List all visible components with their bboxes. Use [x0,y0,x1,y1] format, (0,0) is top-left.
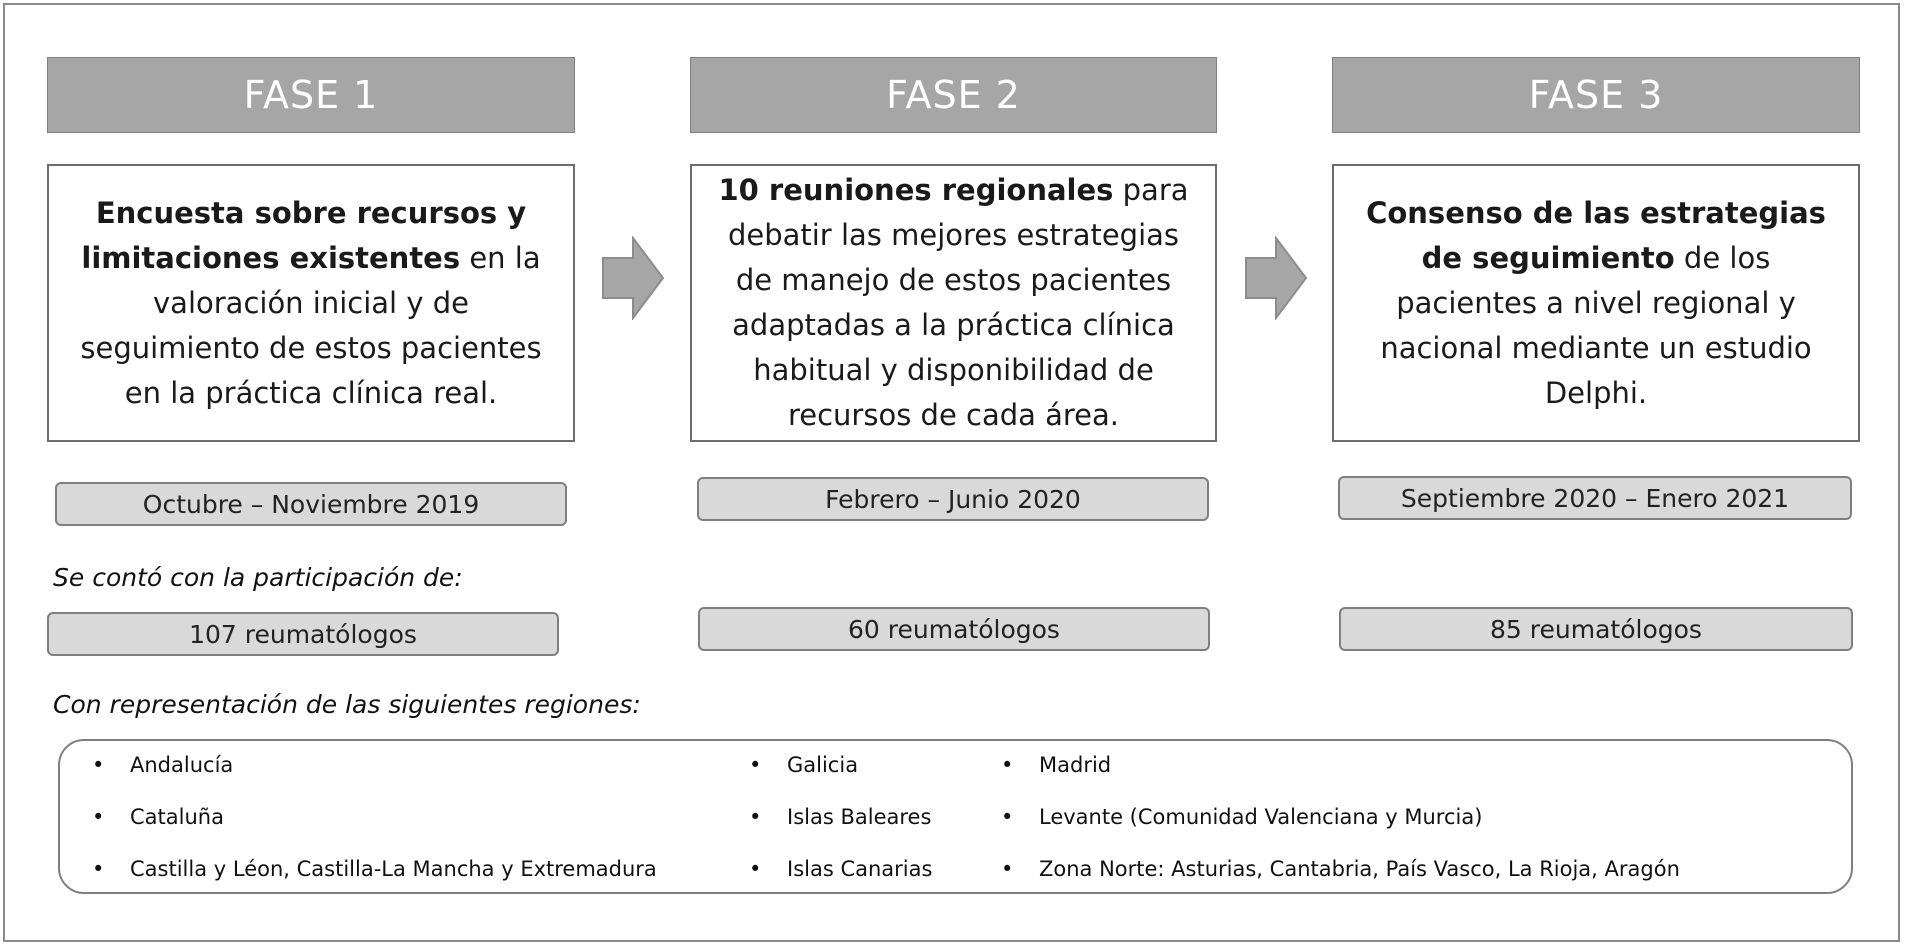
regions-box: •Andalucía •Cataluña •Castilla y Léon, C… [58,739,1853,894]
phase-1-description: Encuesta sobre recursos y limitaciones e… [47,164,575,442]
phase-3-description: Consenso de las estrategias de seguimien… [1332,164,1860,442]
arrow-right-icon [602,236,665,320]
arrow-right-icon [1245,236,1308,320]
participation-label: Se contó con la participación de: [53,563,463,592]
region-item: •Islas Baleares [749,805,932,829]
region-item: •Madrid [1001,753,1112,777]
phase-2-dates: Febrero – Junio 2020 [697,477,1209,521]
phase-2-header: FASE 2 [690,57,1217,133]
region-item: •Andalucía [92,753,234,777]
phase-3-header: FASE 3 [1332,57,1860,133]
regions-label: Con representación de las siguientes reg… [53,690,641,719]
region-item: •Levante (Comunidad Valenciana y Murcia) [1001,805,1483,829]
region-item: •Islas Canarias [749,857,933,881]
phase-2-participants: 60 reumatólogos [698,607,1210,651]
region-item: •Cataluña [92,805,224,829]
phase-3-dates: Septiembre 2020 – Enero 2021 [1338,476,1852,520]
phase-3-participants: 85 reumatólogos [1339,607,1853,651]
phase-1-header: FASE 1 [47,57,575,133]
phase-2-description: 10 reuniones regionales para debatir las… [690,164,1217,442]
region-item: •Zona Norte: Asturias, Cantabria, País V… [1001,857,1680,881]
region-item: •Galicia [749,753,859,777]
region-item: •Castilla y Léon, Castilla-La Mancha y E… [92,857,657,881]
phase-1-participants: 107 reumatólogos [47,612,559,656]
phase-1-dates: Octubre – Noviembre 2019 [55,482,567,526]
figure-frame [3,3,1900,942]
